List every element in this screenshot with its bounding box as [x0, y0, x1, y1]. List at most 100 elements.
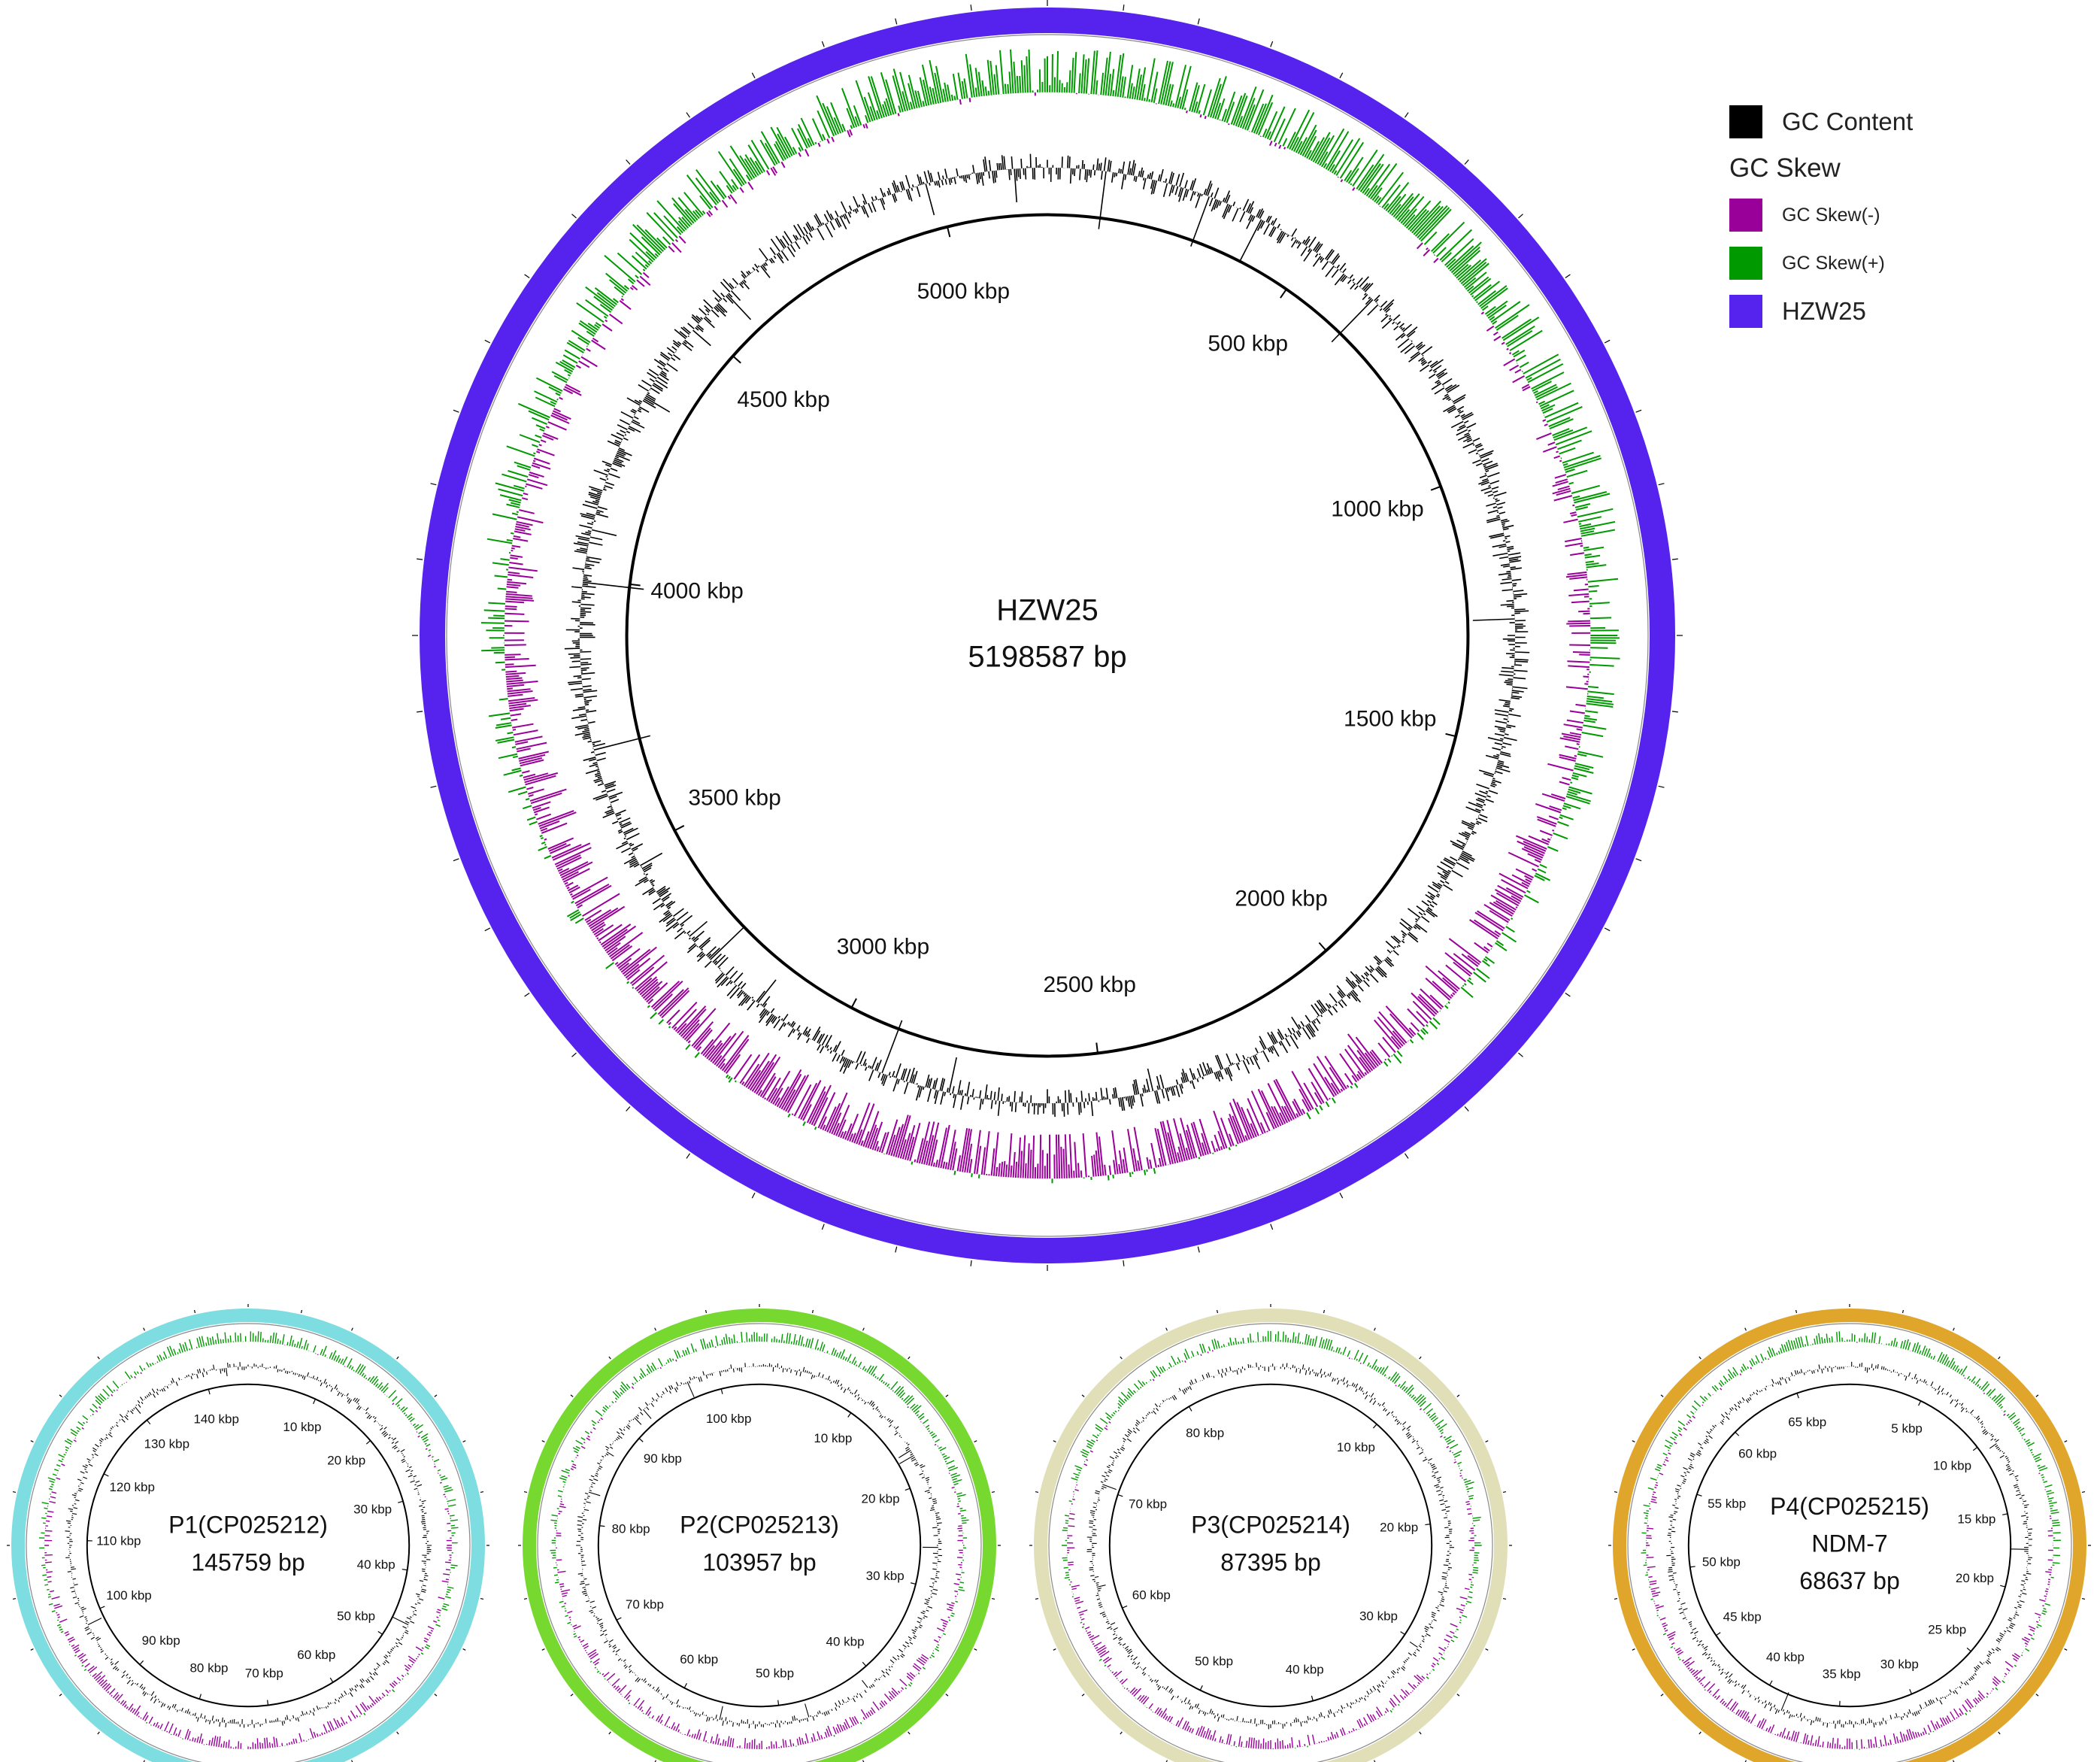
scale-tick-label: 60 kbp	[297, 1648, 335, 1662]
scale-tick-label: 60 kbp	[680, 1652, 718, 1666]
backbone-tick	[1404, 1153, 1409, 1159]
scale-tick	[1199, 1685, 1203, 1691]
backbone-tick	[1565, 274, 1571, 279]
backbone-tick	[1698, 1356, 1702, 1360]
backbone-tick	[1671, 558, 1678, 560]
scale-tick	[1689, 1566, 1695, 1568]
backbone-tick	[991, 1597, 995, 1600]
backbone-tick	[570, 1694, 574, 1697]
scale-tick-label: 2500 kbp	[1043, 972, 1135, 997]
backbone-tick	[654, 1760, 656, 1762]
map-title: P3(CP025214)	[1191, 1512, 1350, 1539]
backbone-tick	[430, 785, 437, 788]
backbone-tick	[417, 558, 423, 560]
scale-tick-label: 130 kbp	[144, 1437, 190, 1451]
backbone-ring	[420, 8, 1675, 1263]
backbone-tick	[1035, 1597, 1039, 1600]
scale-tick-label: 20 kbp	[327, 1453, 365, 1467]
scale-tick	[683, 1683, 687, 1688]
scale-tick	[1311, 1695, 1314, 1701]
backbone-tick	[1604, 927, 1611, 932]
scale-tick	[146, 1419, 151, 1425]
gc-skew-negative-track	[44, 1345, 452, 1749]
scale-tick	[365, 1440, 371, 1445]
backbone-tick	[821, 1224, 825, 1230]
backbone-tick	[2035, 1694, 2039, 1697]
backbone-tick	[1635, 409, 1642, 413]
scale-tick	[1735, 1431, 1740, 1436]
scale-tick	[947, 226, 951, 238]
legend-gc-skew-header: GC Skew	[1729, 153, 1841, 183]
scale-tick-label: 10 kbp	[814, 1431, 852, 1445]
backbone-tick	[1502, 1597, 1507, 1600]
backbone-tick	[571, 214, 577, 219]
scale-tick-label: 55 kbp	[1708, 1497, 1746, 1511]
scale-tick	[198, 1694, 202, 1700]
map-size-label: 103957 bp	[702, 1548, 816, 1575]
backbone-tick	[1404, 112, 1409, 118]
scale-tick	[398, 1500, 404, 1503]
map-title: P2(CP025213)	[680, 1512, 839, 1539]
backbone-tick	[453, 858, 459, 862]
backbone-tick	[1632, 1648, 1635, 1651]
backbone-inner-edge	[26, 1323, 471, 1762]
backbone-tick	[97, 1356, 100, 1360]
scale-tick-label: 35 kbp	[1823, 1666, 1861, 1681]
backbone-tick	[1614, 1597, 1618, 1600]
scale-tick-label: 5000 kbp	[917, 279, 1010, 304]
gc-skew-positive-track	[1641, 1331, 2062, 1750]
scale-tick	[850, 998, 857, 1008]
backbone-tick	[1270, 41, 1274, 47]
backbone-tick	[524, 274, 530, 279]
legend-chromosome: HZW25	[1729, 287, 2068, 335]
backbone-tick	[2064, 1648, 2068, 1651]
backbone-inner-edge	[1627, 1323, 2072, 1762]
legend-chromosome-label: HZW25	[1782, 297, 1866, 325]
backbone-tick	[1081, 1694, 1085, 1697]
scale-tick-label: 20 kbp	[1380, 1521, 1418, 1535]
gc-skew-positive-track	[38, 1331, 459, 1750]
backbone-tick	[59, 1694, 62, 1697]
backbone-tick	[1953, 1327, 1955, 1331]
backbone-tick	[1216, 1309, 1219, 1314]
gc-content-track	[576, 1363, 943, 1729]
backbone-tick	[895, 1246, 898, 1253]
backbone-inner-edge	[446, 34, 1649, 1237]
gc-content-track	[564, 153, 1530, 1118]
scale-tick	[1696, 1494, 1702, 1497]
scale-tick	[2002, 1513, 2008, 1515]
backbone-tick	[1339, 72, 1344, 79]
backbone-tick	[143, 1327, 145, 1331]
backbone-tick	[2081, 1491, 2086, 1494]
backbone-tick	[751, 72, 756, 79]
scale-tick	[377, 1630, 383, 1635]
scale-tick-label: 4000 kbp	[650, 579, 743, 604]
backbone-tick	[1660, 1694, 1664, 1697]
backbone-tick	[541, 1648, 545, 1651]
scale-tick-label: 90 kbp	[644, 1451, 682, 1466]
backbone-tick	[811, 1309, 814, 1314]
backbone-inner-edge	[1048, 1323, 1493, 1762]
backbone-tick	[1123, 5, 1125, 11]
scale-tick	[910, 1582, 917, 1585]
scale-tick-label: 4500 kbp	[737, 387, 829, 412]
gc-skew-positive-track	[1062, 1330, 1482, 1748]
scale-tick	[1966, 1647, 1971, 1652]
backbone-tick	[1485, 1648, 1489, 1651]
backbone-tick	[30, 1440, 34, 1442]
scale-tick-label: 3500 kbp	[688, 786, 780, 811]
backbone-tick	[1419, 1731, 1422, 1735]
backbone-tick	[1744, 1327, 1747, 1331]
scale-circle	[1108, 1383, 1433, 1708]
gc-skew-pos-swatch	[1729, 247, 1762, 280]
backbone-tick	[480, 1597, 484, 1600]
backbone-tick	[453, 409, 459, 413]
backbone-tick	[351, 1327, 353, 1331]
backbone-tick	[908, 1731, 911, 1735]
scale-tick	[103, 1473, 109, 1477]
backbone-tick	[1053, 1440, 1056, 1442]
scale-tick	[1400, 1631, 1405, 1635]
backbone-tick	[1374, 1760, 1376, 1762]
